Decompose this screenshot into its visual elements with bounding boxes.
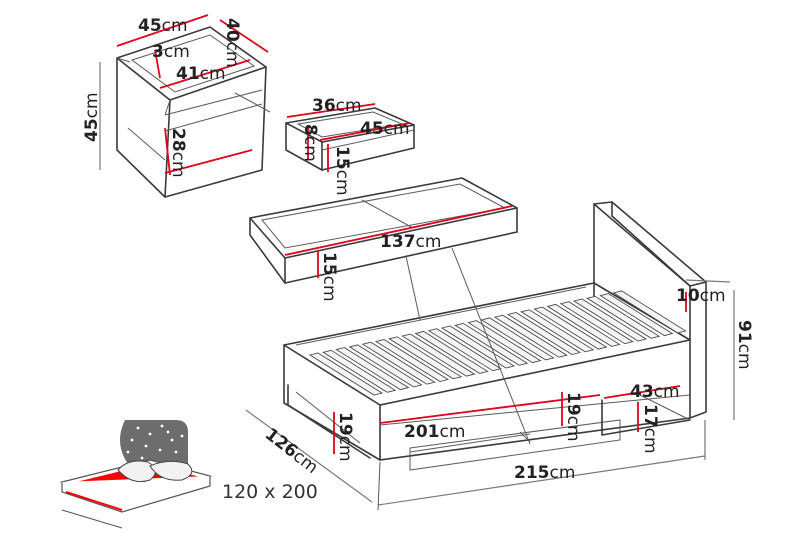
bed-headboard-label: 10cm <box>676 286 726 306</box>
bed-slat <box>322 349 397 393</box>
bed-length-label: 215cm <box>514 463 576 483</box>
star-icon <box>166 430 170 434</box>
big-drawer-height-label: 15cm <box>319 252 339 302</box>
bed-shelf-width-label: 43cm <box>630 382 680 402</box>
bed-slat <box>374 339 450 382</box>
star-icon <box>158 448 162 452</box>
small-drawer-drawing <box>285 103 415 172</box>
bed-slat <box>506 312 582 355</box>
nightstand-inner-width-label: 41cm <box>176 64 226 84</box>
bed-slat <box>467 320 542 364</box>
small-drawer-height-label: 15cm <box>332 146 352 196</box>
bed-inner-length-label: 201cm <box>404 422 466 442</box>
nightstand-depth-label: 40cm <box>222 18 242 68</box>
star-icon <box>170 438 174 442</box>
star-icon <box>180 434 184 438</box>
bed-slat <box>361 341 436 385</box>
bed-slat <box>308 352 384 396</box>
star-icon <box>144 444 148 448</box>
bed-shelf-height-label: 17cm <box>640 404 660 454</box>
bed-slat <box>480 317 555 361</box>
bed-side-height-label: 19cm <box>563 392 583 442</box>
bed-slat <box>572 298 648 342</box>
bed-end-height-label: 19cm <box>335 412 355 462</box>
bed-slat <box>335 347 410 391</box>
star-icon <box>148 432 152 436</box>
bed-slat <box>454 322 529 366</box>
small-drawer-width-label: 36cm <box>312 96 362 116</box>
nightstand-top-gap-label: 3cm <box>152 42 190 62</box>
bed-slat <box>401 333 476 377</box>
star-icon <box>126 450 130 454</box>
mattress-size-label: 120 x 200 <box>222 481 318 503</box>
bed-height-label: 91cm <box>734 320 754 370</box>
bed-slat <box>427 328 502 372</box>
mattress-icon <box>59 420 213 529</box>
bed-slat <box>612 290 687 334</box>
bed-slat <box>414 330 489 374</box>
bed-slat <box>533 306 608 350</box>
small-drawer-depth-label: 45cm <box>360 119 410 139</box>
star-icon <box>160 424 164 428</box>
star-icon <box>130 438 134 442</box>
nightstand-drawing <box>99 14 271 198</box>
bed-slat <box>388 336 463 380</box>
star-icon <box>136 426 140 430</box>
bed-slat <box>546 303 621 347</box>
bed-slat <box>348 344 423 388</box>
nightstand-shelf-height-label: 28cm <box>168 128 188 178</box>
bed-slat <box>599 293 674 337</box>
small-drawer-inner-height-label: 8cm <box>300 124 320 162</box>
nightstand-width-label: 45cm <box>138 16 188 36</box>
bed-slats <box>308 290 687 396</box>
star-icon <box>174 450 178 454</box>
bed-slat <box>559 301 634 345</box>
bed-slat <box>493 314 568 358</box>
bed-slat <box>586 295 661 339</box>
big-drawer-length-label: 137cm <box>380 232 442 252</box>
bed-slat <box>520 309 595 353</box>
nightstand-height-label: 45cm <box>82 92 102 142</box>
bed-drawing <box>245 201 735 511</box>
big-drawer-drawing <box>249 177 518 284</box>
star-icon <box>140 456 144 460</box>
